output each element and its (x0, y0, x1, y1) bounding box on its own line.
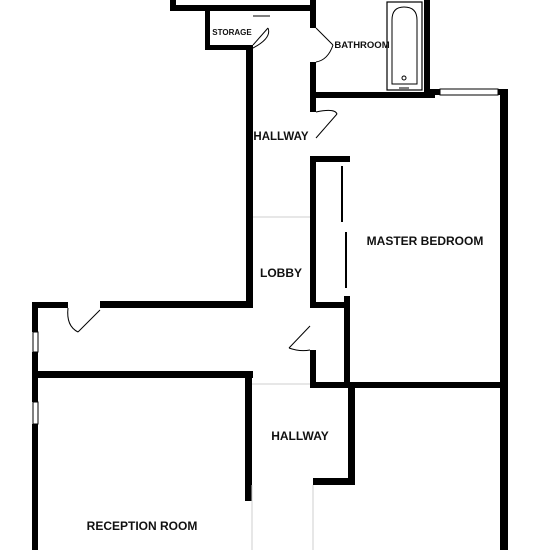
doors (67, 15, 347, 352)
wall-storage-left (205, 10, 210, 50)
wall-lower-hall-bottom (313, 478, 355, 485)
thresholds (251, 216, 314, 550)
door-bedroom-arc (315, 109, 338, 115)
door-bathroom-arc (315, 44, 334, 63)
label-hallway-upper: HALLWAY (253, 131, 308, 143)
door-left-room-arc (67, 307, 79, 333)
label-master-bedroom: MASTER BEDROOM (367, 234, 484, 248)
door-bathroom (315, 27, 334, 46)
wall-hallway-left-upper (246, 45, 253, 217)
door-storage (252, 27, 269, 46)
door-bedroom (315, 113, 338, 139)
wall-lobby-left (246, 217, 253, 307)
wall-wardrobe-bottom (310, 302, 350, 308)
window-left-lower (32, 401, 39, 425)
window-left-upper (32, 331, 39, 353)
bathtub (386, 1, 423, 91)
wall-bedroom-left-top (310, 156, 350, 162)
door-lobby-arc (288, 347, 311, 352)
wall-left-outer-upper (32, 302, 38, 332)
wall-bathroom-right (424, 0, 430, 98)
window-bedroom (439, 88, 499, 96)
wall-reception-right (245, 371, 252, 501)
wall-bedroom-bottom (310, 382, 508, 388)
wall-lower-hall-right (348, 385, 355, 485)
wall-bathroom-left-lower (310, 62, 316, 102)
wall-left-room-top-stub (32, 302, 68, 308)
wall-bathroom-bottom (310, 92, 435, 98)
label-storage: STORAGE (212, 28, 252, 37)
wall-lobby-right-lower (310, 350, 316, 388)
wall-left-outer-lower (32, 424, 38, 550)
windows (32, 88, 499, 425)
wall-lower-right-room-right (500, 385, 508, 550)
room-labels: STORAGE BATHROOM HALLWAY MASTER BEDROOM … (87, 28, 484, 533)
door-left-room (77, 309, 101, 333)
wall-wardrobe-outer (310, 156, 316, 304)
door-lobby (288, 325, 311, 349)
door-storage-arc (252, 27, 270, 49)
wall-bathroom-left-upper (310, 18, 316, 28)
wall-bedroom-right (500, 89, 508, 389)
walls (32, 0, 508, 550)
wall-reception-top (32, 371, 253, 378)
label-bathroom: BATHROOM (334, 40, 389, 51)
label-reception-room: RECEPTION ROOM (87, 519, 198, 533)
wall-hallway-right-upper (310, 92, 316, 112)
wall-top-right-stub (310, 0, 316, 18)
label-lobby: LOBBY (260, 266, 302, 280)
wall-left-room-top (100, 301, 253, 308)
wall-storage-bottom (205, 45, 253, 50)
wall-top-left-horizontal (170, 5, 315, 11)
wall-bedroom-left-mid (344, 296, 350, 388)
label-hallway-lower: HALLWAY (271, 429, 329, 443)
